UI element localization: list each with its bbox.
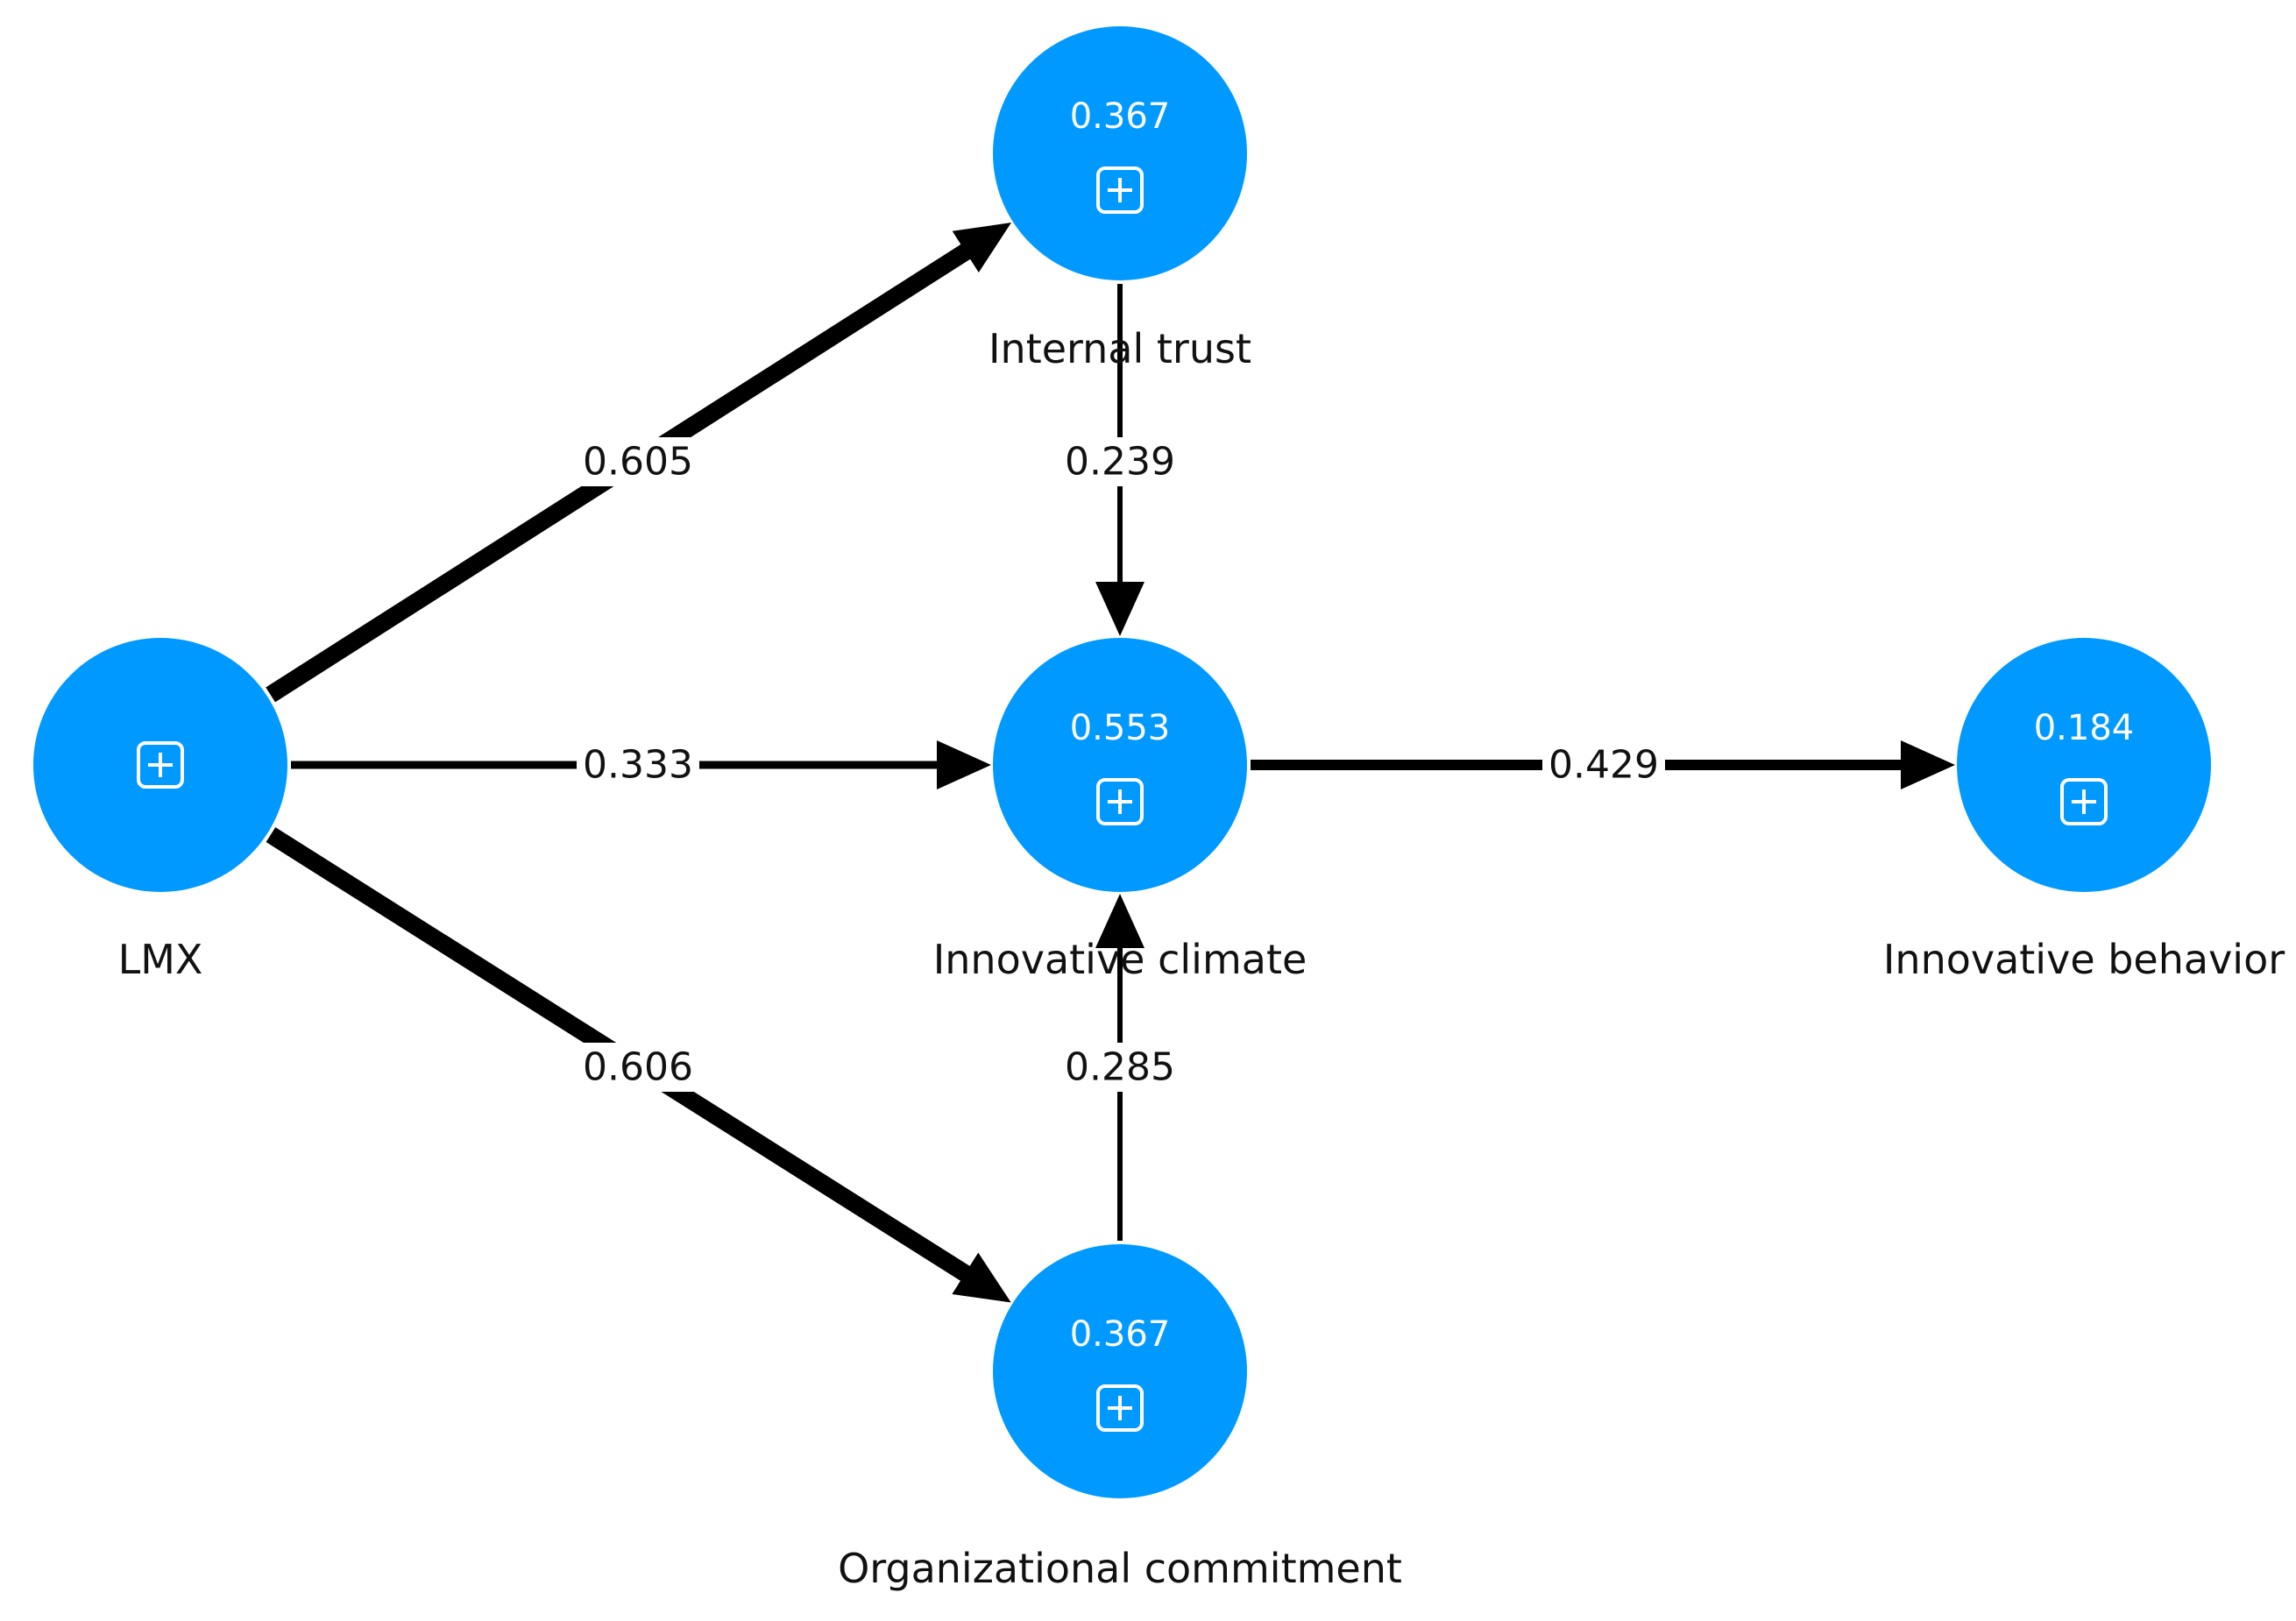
node-label: Organizational commitment: [838, 1545, 1402, 1592]
path-coefficient: 0.239: [1065, 440, 1175, 485]
node-climate[interactable]: 0.553: [993, 638, 1247, 892]
node-label: LMX: [118, 936, 203, 983]
path-commitment-climate: 0.285: [1059, 894, 1181, 1241]
node-circle[interactable]: [993, 26, 1247, 280]
node-circle[interactable]: [993, 1244, 1247, 1498]
coef-bg-trust-climate: [1059, 437, 1181, 486]
r-squared-value: 0.184: [2034, 708, 2135, 748]
r-squared-value: 0.553: [1070, 708, 1171, 748]
r-squared-value: 0.367: [1070, 96, 1171, 137]
node-label: Innovative behavior: [1883, 936, 2285, 983]
node-circle[interactable]: [1957, 638, 2211, 892]
plus-square-icon[interactable]: [1096, 778, 1144, 825]
paths-layer: 0.605 0.333 0.606 0.239 0.285 0.429: [266, 223, 1955, 1303]
path-lmx-climate: 0.333: [291, 740, 991, 789]
arrow-head-lmx-climate: [937, 740, 991, 789]
path-coefficient: 0.429: [1548, 743, 1659, 788]
coef-bg-commitment-climate: [1059, 1043, 1181, 1092]
arrow-head-climate-behavior: [1901, 740, 1955, 789]
coef-bg-lmx-commitment: [577, 1043, 699, 1092]
plus-square-icon[interactable]: [1096, 166, 1144, 214]
node-circle[interactable]: [993, 638, 1247, 892]
path-coefficient: 0.606: [583, 1045, 693, 1090]
plus-square-icon[interactable]: [2060, 778, 2108, 825]
plus-square-icon[interactable]: [1096, 1384, 1144, 1432]
plus-square-icon[interactable]: [137, 741, 184, 789]
path-trust-climate: 0.239: [1059, 284, 1181, 636]
arrow-head-lmx-trust: [952, 223, 1012, 273]
r-squared-value: 0.367: [1070, 1314, 1171, 1355]
path-coefficient: 0.285: [1065, 1045, 1175, 1090]
coef-bg-climate-behavior: [1542, 740, 1665, 789]
arrow-head-trust-climate: [1095, 582, 1144, 636]
path-climate-behavior: 0.429: [1251, 740, 1955, 789]
arrow-head-commitment-climate: [1095, 894, 1144, 948]
node-label: Internal trust: [989, 325, 1251, 372]
node-trust[interactable]: 0.367: [993, 26, 1247, 280]
path-lmx-commitment: 0.606: [266, 827, 1011, 1303]
path-coefficient: 0.605: [583, 440, 693, 485]
path-lmx-trust: 0.605: [266, 223, 1012, 703]
node-label: Innovative climate: [933, 936, 1307, 983]
coef-bg-lmx-trust: [577, 437, 699, 486]
node-behavior[interactable]: 0.184: [1957, 638, 2211, 892]
node-commitment[interactable]: 0.367: [993, 1244, 1247, 1498]
path-coefficient: 0.333: [583, 743, 693, 788]
coef-bg-lmx-climate: [577, 740, 699, 789]
node-lmx[interactable]: [33, 638, 287, 892]
arrow-head-lmx-commitment: [952, 1252, 1011, 1303]
